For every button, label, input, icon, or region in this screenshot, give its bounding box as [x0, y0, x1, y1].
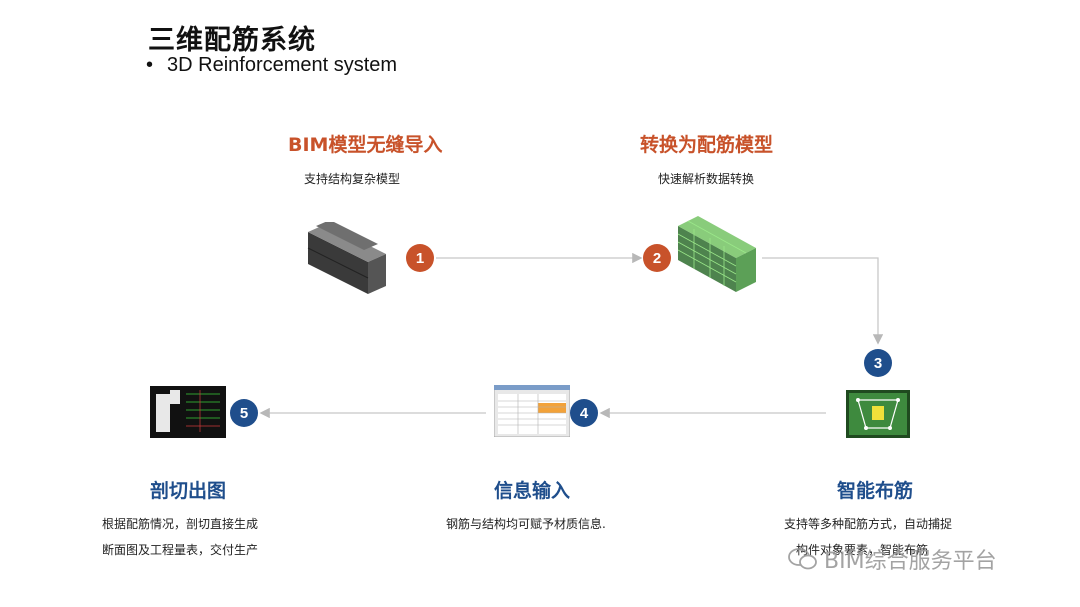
page-title: 三维配筋系统 — [148, 25, 316, 56]
page-subtitle: • 3D Reinforcement system — [146, 54, 397, 77]
step4-badge: 4 — [570, 399, 598, 427]
step3-desc-line2: 构件对象要素，智能布筋 — [796, 543, 929, 557]
concrete-beam-icon — [307, 222, 386, 294]
watermark-text: BIM综合服务平台 — [824, 549, 997, 574]
step5-desc-line2: 断面图及工程量表，交付生产 — [102, 543, 259, 557]
connector-2-3 — [762, 257, 884, 345]
step4-title: 信息输入 — [494, 480, 571, 502]
rebar-model-icon — [677, 216, 756, 292]
step2-badge: 2 — [643, 244, 671, 272]
step4-desc: 钢筋与结构均可赋予材质信息. — [446, 517, 606, 531]
step2-desc: 快速解析数据转换 — [658, 172, 755, 186]
step5-title: 剖切出图 — [150, 480, 227, 502]
watermark: BIM综合服务平台 — [788, 543, 997, 575]
subtitle-bullet: • — [146, 54, 154, 76]
step3-badge: 3 — [864, 349, 892, 377]
step1-desc: 支持结构复杂模型 — [304, 172, 401, 186]
section-rebar-icon — [846, 390, 910, 438]
step3-title: 智能布筋 — [837, 480, 914, 502]
step5-badge: 5 — [230, 399, 258, 427]
drawing-sheet-icon — [150, 386, 226, 438]
step5-desc-line1: 根据配筋情况，剖切直接生成 — [102, 517, 259, 531]
step1-title: BIM模型无缝导入 — [288, 134, 443, 156]
wechat-icon — [788, 548, 817, 570]
step3-desc-line1: 支持等多种配筋方式，自动捕捉 — [784, 517, 953, 531]
subtitle-text: 3D Reinforcement system — [167, 54, 398, 76]
data-table-icon — [494, 385, 570, 437]
step2-title: 转换为配筋模型 — [640, 134, 774, 156]
step1-badge: 1 — [406, 244, 434, 272]
